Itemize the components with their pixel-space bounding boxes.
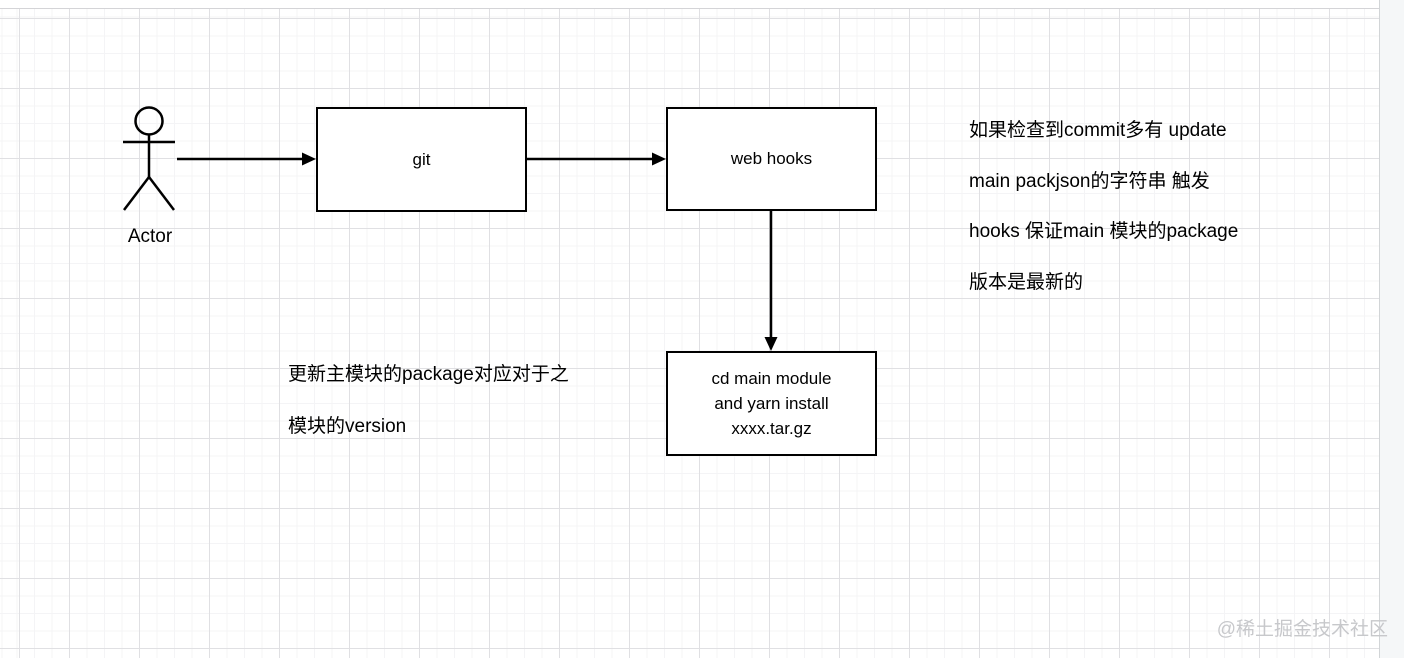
node-install-line: cd main module (711, 369, 832, 388)
node-install: cd main module and yarn install xxxx.tar… (666, 351, 877, 456)
note-right-line: hooks 保证main 模块的package (969, 221, 1239, 242)
note-right: 如果检查到commit多有 update main packjson的字符串 触… (969, 106, 1238, 308)
node-install-line: and yarn install (714, 394, 829, 413)
arrow-webhooks-to-install-icon (764, 211, 778, 351)
node-git-label: git (412, 149, 431, 169)
node-webhooks-label: web hooks (730, 149, 813, 168)
arrow-actor-to-git-icon (177, 152, 316, 166)
arrow-git-to-webhooks-icon (527, 152, 666, 166)
note-right-line: 版本是最新的 (969, 271, 1084, 293)
note-right-line: 如果检查到commit多有 update (969, 120, 1227, 141)
watermark: @稀土掘金技术社区 (1216, 619, 1388, 640)
actor-icon (123, 106, 175, 211)
canvas-right-gutter (1379, 0, 1404, 658)
node-install-label: cd main module and yarn install xxxx.tar… (711, 366, 831, 441)
actor-label: Actor (127, 226, 173, 247)
note-left-line: 更新主模块的package对应对于之 (288, 364, 569, 385)
node-git: git (316, 107, 527, 212)
node-webhooks: web hooks (666, 107, 877, 211)
note-left: 更新主模块的package对应对于之 模块的version (288, 349, 569, 453)
node-install-line: xxxx.tar.gz (731, 419, 812, 438)
note-right-line: main packjson的字符串 触发 (969, 170, 1210, 192)
note-left-line: 模块的version (288, 416, 407, 437)
